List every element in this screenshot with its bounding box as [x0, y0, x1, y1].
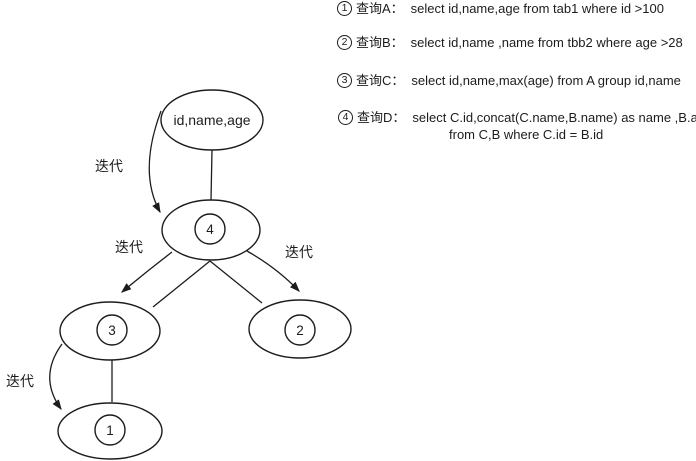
legend-item-3-sql: select id,name,max(age) from A group id,… — [411, 73, 681, 88]
legend-item-3-number-badge: 3 — [337, 73, 352, 88]
iteration-label-right: 迭代 — [285, 244, 313, 260]
legend-item-2-number-badge: 2 — [337, 35, 352, 50]
iteration-arrow-node3-to-node1 — [49, 343, 63, 411]
node-3-circle — [96, 314, 128, 346]
node-3-ellipse — [59, 301, 161, 361]
legend-item-1-number-badge: 1 — [337, 1, 352, 16]
iteration-label-bottom: 迭代 — [6, 373, 34, 389]
legend-item-1-name: 查询A： — [356, 1, 404, 16]
legend-item-3-name: 查询C： — [356, 73, 405, 88]
node-4: 4 — [161, 199, 261, 261]
node-3: 3 — [59, 301, 161, 361]
legend-item-4-sql-line2: from C,B where C.id = B.id — [449, 127, 604, 142]
legend-item-4-number-badge: 4 — [338, 110, 353, 125]
iteration-label-left: 迭代 — [115, 239, 143, 255]
legend-item-4-body: 查询D： select C.id,concat(C.name,B.name) a… — [353, 110, 696, 143]
edge-node4-to-node2 — [209, 260, 263, 304]
node-2: 2 — [248, 299, 352, 359]
node-root: id,name,age — [160, 89, 264, 151]
node-2-label: 2 — [296, 323, 304, 338]
node-root-label: id,name,age — [173, 112, 250, 128]
iteration-arrow-root-to-node4 — [148, 110, 162, 214]
node-2-ellipse — [248, 299, 352, 359]
legend-item-4-sql: select C.id,concat(C.name,B.name) as nam… — [412, 110, 696, 125]
legend-item-2-sql: select id,name ,name from tbb2 where age… — [410, 35, 683, 50]
iteration-arrow-node4-to-node2 — [246, 250, 300, 292]
node-4-circle — [194, 213, 226, 245]
legend-item-4: 4 查询D： select C.id,concat(C.name,B.name)… — [338, 110, 696, 143]
edge-root-to-node4 — [210, 149, 213, 201]
legend-item-1-sql: select id,name,age from tab1 where id >1… — [410, 1, 664, 16]
node-4-label: 4 — [206, 222, 214, 237]
edge-node4-to-node3 — [152, 260, 211, 308]
node-2-circle — [284, 314, 316, 346]
legend-item-4-line1: 查询D： select C.id,concat(C.name,B.name) a… — [353, 110, 696, 126]
legend-item-1: 1 查询A： select id,name,age from tab1 wher… — [337, 1, 664, 17]
legend-item-4-name: 查询D： — [357, 110, 406, 125]
node-1-ellipse — [57, 402, 163, 460]
node-1-circle — [94, 414, 126, 446]
legend-item-2-name: 查询B： — [356, 35, 404, 50]
node-1-label: 1 — [106, 423, 114, 438]
legend-item-2: 2 查询B： select id,name ,name from tbb2 wh… — [337, 35, 683, 51]
node-root-ellipse — [160, 89, 264, 151]
iteration-label-top: 迭代 — [95, 158, 123, 174]
node-1: 1 — [57, 402, 163, 460]
legend-item-3: 3 查询C： select id,name,max(age) from A gr… — [337, 73, 681, 89]
iteration-arrow-node4-to-node3 — [121, 251, 173, 293]
node-3-label: 3 — [108, 323, 116, 338]
node-4-ellipse — [161, 199, 261, 261]
